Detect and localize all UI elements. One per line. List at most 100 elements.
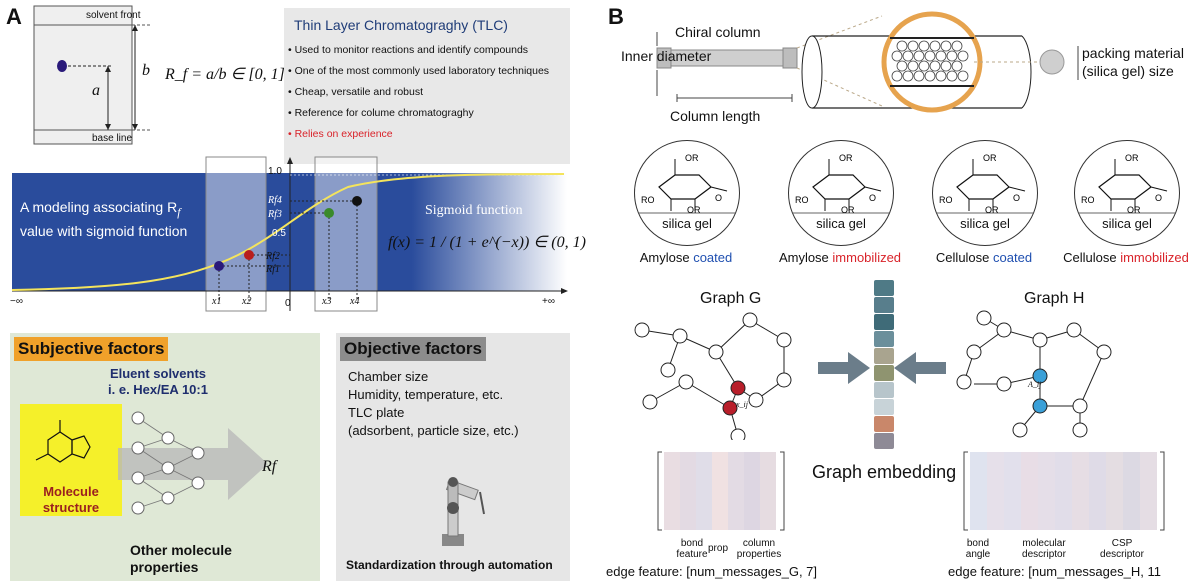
phase-caption: Amylose coated (610, 250, 762, 265)
graph-h-title: Graph H (1024, 290, 1085, 307)
edge-h-label: CSP descriptor (1100, 538, 1144, 560)
edge-g-label: bond feature (676, 538, 708, 560)
objective-item: (adsorbent, particle size, etc.) (348, 423, 519, 438)
caption-sub: f (177, 205, 181, 219)
neural-network-icon (118, 411, 268, 515)
arrow-left-icon (894, 352, 946, 384)
x-zero: 0 (285, 298, 291, 309)
base-line-label: base line (92, 133, 133, 144)
y-tick-mid: 0.5 (272, 228, 286, 239)
edge-feature-h (963, 451, 1165, 531)
svg-text:O: O (1155, 193, 1162, 203)
molecule-line2: structure (42, 500, 100, 515)
tlc-item: Used to monitor reactions and identify c… (288, 40, 549, 61)
edge-h-label: bond angle (965, 538, 991, 560)
other-line2: properties (130, 559, 199, 575)
x-label: x2 (242, 296, 252, 307)
sigmoid-function-title: Sigmoid function (425, 203, 523, 218)
objective-item: Chamber size (348, 369, 429, 384)
silica-gel-label: silica gel (816, 216, 866, 231)
silica-gel-label: silica gel (662, 216, 712, 231)
phase-mode: coated (693, 250, 733, 265)
edge-g-label: prop (708, 543, 729, 554)
graph-g-title: Graph G (700, 290, 762, 307)
inner-diameter-label: Inner diameter (621, 48, 712, 64)
tlc-list: Used to monitor reactions and identify c… (288, 40, 549, 145)
highlight-x1-x2 (205, 156, 267, 312)
molecule-structure-icon (35, 420, 91, 463)
embedding-cell (874, 399, 894, 415)
x-left: −∞ (10, 296, 23, 307)
eluent-line1: Eluent solvents (109, 366, 207, 381)
phase-mode: immobilized (832, 250, 902, 265)
tlc-title: Thin Layer Chromatograghy (TLC) (294, 17, 508, 33)
point-x2 (244, 250, 254, 260)
tlc-plate-diagram (33, 5, 150, 145)
tlc-item: One of the most commonly used laboratory… (288, 61, 549, 82)
graph-g-highlight-node (722, 400, 738, 416)
embedding-cell (874, 331, 894, 347)
embedding-cell (874, 433, 894, 449)
svg-text:RO: RO (939, 195, 953, 205)
label-a: a (92, 82, 100, 99)
svg-text:O: O (715, 193, 722, 203)
objective-title: Objective factors (340, 337, 486, 361)
x-label: x3 (322, 296, 332, 307)
sigmoid-caption: A modeling associating Rf value with sig… (20, 198, 187, 240)
embedding-cell (874, 280, 894, 296)
phase-caption: Amylose immobilized (764, 250, 916, 265)
tlc-info-box: Thin Layer Chromatograghy (TLC) Used to … (284, 8, 570, 164)
other-line1: Other molecule (130, 542, 232, 558)
packing-label: packing material (silica gel) size (1082, 44, 1184, 80)
aij-label: A_ij (1028, 380, 1042, 389)
column-title: Chiral column (675, 24, 761, 40)
edge-h-label: molecular descriptor (1022, 538, 1066, 560)
silica-gel-label: silica gel (960, 216, 1010, 231)
caption-line1: A modeling associating R (20, 199, 178, 215)
phase-caption: Cellulose immobilized (1050, 250, 1200, 265)
svg-text:OR: OR (1127, 205, 1141, 215)
packing-line1: packing material (1082, 45, 1184, 61)
point-x4 (352, 196, 362, 206)
panel-a-label: A (6, 4, 22, 29)
phase-name: Amylose (639, 250, 694, 265)
svg-text:OR: OR (983, 153, 997, 163)
other-properties: Other molecule properties (130, 542, 232, 576)
objective-list: Chamber size Humidity, temperature, etc.… (348, 368, 519, 440)
phase-name: Cellulose (1063, 250, 1121, 265)
embedding-cell (874, 297, 894, 313)
subjective-title: Subjective factors (14, 337, 169, 361)
solvent-front-label: solvent front (86, 10, 141, 21)
x-label: x4 (350, 296, 360, 307)
eluent-line2: i. e. Hex/EA 10:1 (108, 382, 208, 397)
silica-gel-label: silica gel (1102, 216, 1152, 231)
y-tick-top: 1.0 (268, 166, 282, 177)
rf-output: Rf (262, 458, 277, 475)
molecule-label: Molecule structure (22, 484, 120, 516)
arrows (818, 352, 946, 384)
panel-b-label: B (608, 4, 624, 29)
svg-text:OR: OR (985, 205, 999, 215)
tlc-plate (33, 5, 133, 145)
sigmoid-function-formula: f(x) = 1 / (1 + e^(−x)) ∈ (0, 1) (388, 234, 586, 251)
molecule-line1: Molecule (43, 484, 99, 499)
embedding-cell (874, 365, 894, 381)
embedding-cell (874, 416, 894, 432)
objective-item: TLC plate (348, 405, 405, 420)
svg-text:OR: OR (1125, 153, 1139, 163)
rf-label: Rf2 (266, 251, 280, 262)
arrow-right-icon (818, 352, 870, 384)
packing-line2: (silica gel) size (1082, 63, 1174, 79)
rf-formula: R_f = a/b ∈ [0, 1] (165, 66, 285, 83)
svg-text:RO: RO (795, 195, 809, 205)
rf-label: Rf3 (268, 209, 282, 220)
svg-text:O: O (869, 193, 876, 203)
sigmoid-curve (11, 173, 565, 291)
graph-h-highlight-node (1032, 368, 1048, 384)
xij-label: x_ij (736, 400, 748, 409)
graph-h (956, 310, 1112, 438)
